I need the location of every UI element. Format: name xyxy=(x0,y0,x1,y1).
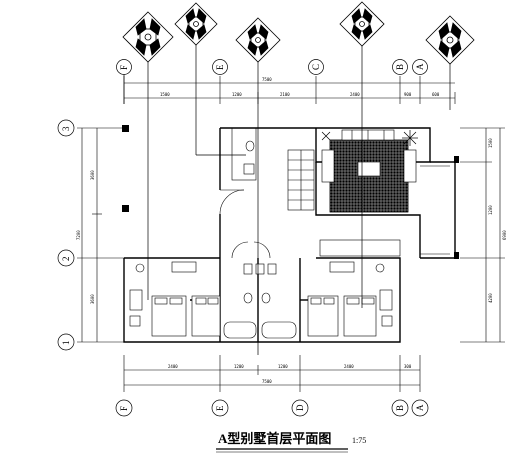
elevation-marker xyxy=(425,15,475,65)
marker-leader-lines xyxy=(147,45,451,355)
bottom-dim-3: 2400 xyxy=(344,364,354,369)
bedroom-left-furniture xyxy=(129,261,221,337)
bottom-dim-1: 2400 xyxy=(168,364,178,369)
elevation-marker xyxy=(174,2,218,46)
axis-label-top-3: C xyxy=(311,64,321,70)
bottom-dim-total: 7500 xyxy=(262,379,272,384)
axis-label-left-1: 3 xyxy=(61,126,71,131)
elevation-marker xyxy=(339,1,385,47)
axis-label-top-4: B xyxy=(395,64,405,70)
bedroom-right-furniture xyxy=(307,261,393,337)
drawing-scale: 1:75 xyxy=(352,436,366,445)
bottom-dimension-lines xyxy=(123,355,421,392)
top-dim-total: 7500 xyxy=(262,77,272,82)
axis-label-bottom-3: D xyxy=(295,404,305,411)
top-dim-5: 900 xyxy=(404,92,412,97)
drawing-title: A型别墅首层平面图 xyxy=(218,431,331,446)
elevation-marker xyxy=(122,11,174,63)
left-axis-bubbles xyxy=(57,119,75,351)
bottom-dim-2: 1200 xyxy=(234,364,244,369)
top-dim-2: 1200 xyxy=(232,92,242,97)
living-room-furniture xyxy=(321,129,417,213)
bathroom-fixtures xyxy=(223,140,297,339)
top-dimension-lines xyxy=(123,76,456,104)
plant-icon xyxy=(402,130,418,146)
right-dimension-lines xyxy=(460,127,505,343)
bottom-axis-bubbles xyxy=(115,399,429,417)
top-axis-bubbles xyxy=(116,59,428,104)
left-dim-2: 3600 xyxy=(90,294,95,304)
right-dim-total: 6900 xyxy=(502,230,507,240)
elevation-marker xyxy=(235,17,281,63)
top-dim-4: 2400 xyxy=(350,92,360,97)
axis-label-bottom-4: B xyxy=(395,405,405,411)
top-dim-6: 600 xyxy=(432,92,440,97)
top-dim-1: 1500 xyxy=(160,92,170,97)
axis-label-top-2: E xyxy=(215,64,225,70)
axis-label-top-1: F xyxy=(119,65,129,70)
column-markers xyxy=(122,125,459,259)
left-dim-total: 7200 xyxy=(76,230,81,240)
right-dim-2: 1200 xyxy=(488,205,493,215)
bottom-dim-5: 300 xyxy=(404,364,412,369)
right-dim-1: 1500 xyxy=(488,138,493,148)
elevation-marker-group xyxy=(122,1,475,65)
bottom-dim-4: 1200 xyxy=(278,364,288,369)
axis-label-bottom-5: A xyxy=(415,404,425,411)
axis-label-bottom-1: F xyxy=(119,406,129,411)
axis-label-left-2: 2 xyxy=(61,257,71,262)
plant-icon xyxy=(321,131,331,141)
axis-label-bottom-2: E xyxy=(215,405,225,411)
left-dim-1: 3600 xyxy=(90,170,95,180)
left-dimension-lines xyxy=(77,127,124,343)
right-dim-3: 4200 xyxy=(488,293,493,303)
axis-label-left-3: 1 xyxy=(61,341,71,346)
axis-label-top-5: A xyxy=(415,63,425,70)
top-dim-3: 2100 xyxy=(280,92,290,97)
inner-lines xyxy=(219,127,450,259)
